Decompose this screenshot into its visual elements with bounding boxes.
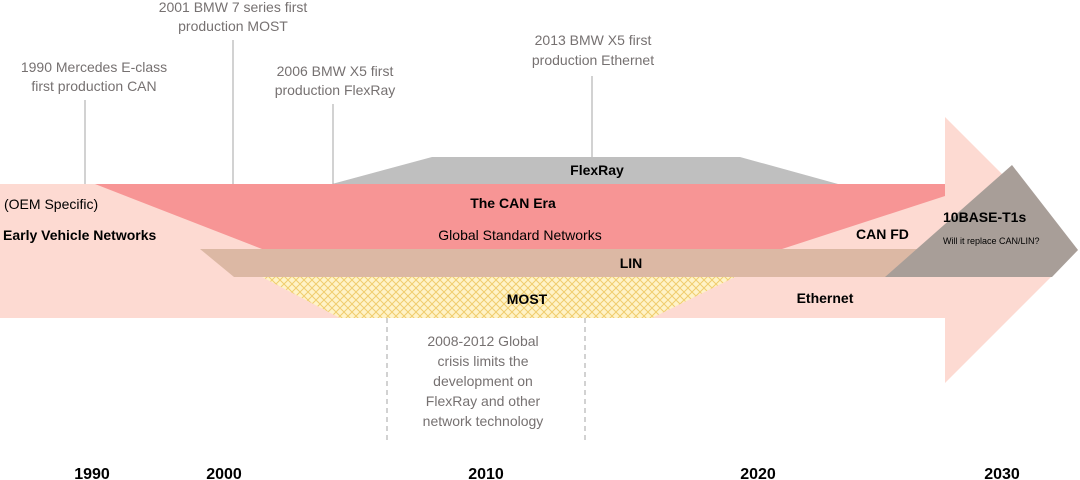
global-standard-label: Global Standard Networks (438, 227, 601, 243)
can-era-band (95, 184, 945, 249)
callout-x5-flexray-line1: 2006 BMW X5 first (277, 63, 394, 79)
callout-bmw7-line1: 2001 BMW 7 series first (159, 0, 308, 15)
callout-x5-ethernet-line2: production Ethernet (532, 52, 654, 68)
callout-x5-flexray-line2: production FlexRay (275, 82, 396, 98)
t1s-triangle (885, 165, 1078, 277)
ethernet-label: Ethernet (797, 290, 854, 306)
callout-x5-ethernet-line1: 2013 BMW X5 first (535, 32, 652, 48)
t1s-title: 10BASE-T1s (943, 209, 1026, 225)
year-2020: 2020 (740, 466, 776, 480)
lin-label: LIN (620, 255, 643, 271)
can-era-label: The CAN Era (470, 195, 556, 211)
early-networks-label: Early Vehicle Networks (3, 227, 157, 243)
t1s-question: Will it replace CAN/LIN? (943, 236, 1040, 246)
year-2010: 2010 (468, 466, 504, 480)
crisis-note-line4: FlexRay and other (426, 393, 541, 409)
callout-mercedes-line1: 1990 Mercedes E-class (21, 59, 167, 75)
lin-band (200, 249, 1016, 277)
callout-mercedes-line2: first production CAN (31, 78, 156, 94)
most-band (262, 277, 735, 318)
crisis-note-line1: 2008-2012 Global (427, 333, 538, 349)
callout-bmw7-line2: production MOST (178, 18, 288, 34)
year-2000: 2000 (206, 466, 242, 480)
flexray-label: FlexRay (570, 162, 624, 178)
can-fd-label: CAN FD (856, 226, 909, 242)
crisis-note-line2: crisis limits the (437, 353, 528, 369)
crisis-note-line3: development on (433, 373, 533, 389)
flexray-band (332, 157, 838, 184)
most-label: MOST (507, 291, 548, 307)
crisis-note-line5: network technology (423, 413, 544, 429)
year-2030: 2030 (984, 466, 1020, 480)
year-1990: 1990 (74, 466, 110, 480)
oem-specific-label: (OEM Specific) (4, 196, 98, 212)
